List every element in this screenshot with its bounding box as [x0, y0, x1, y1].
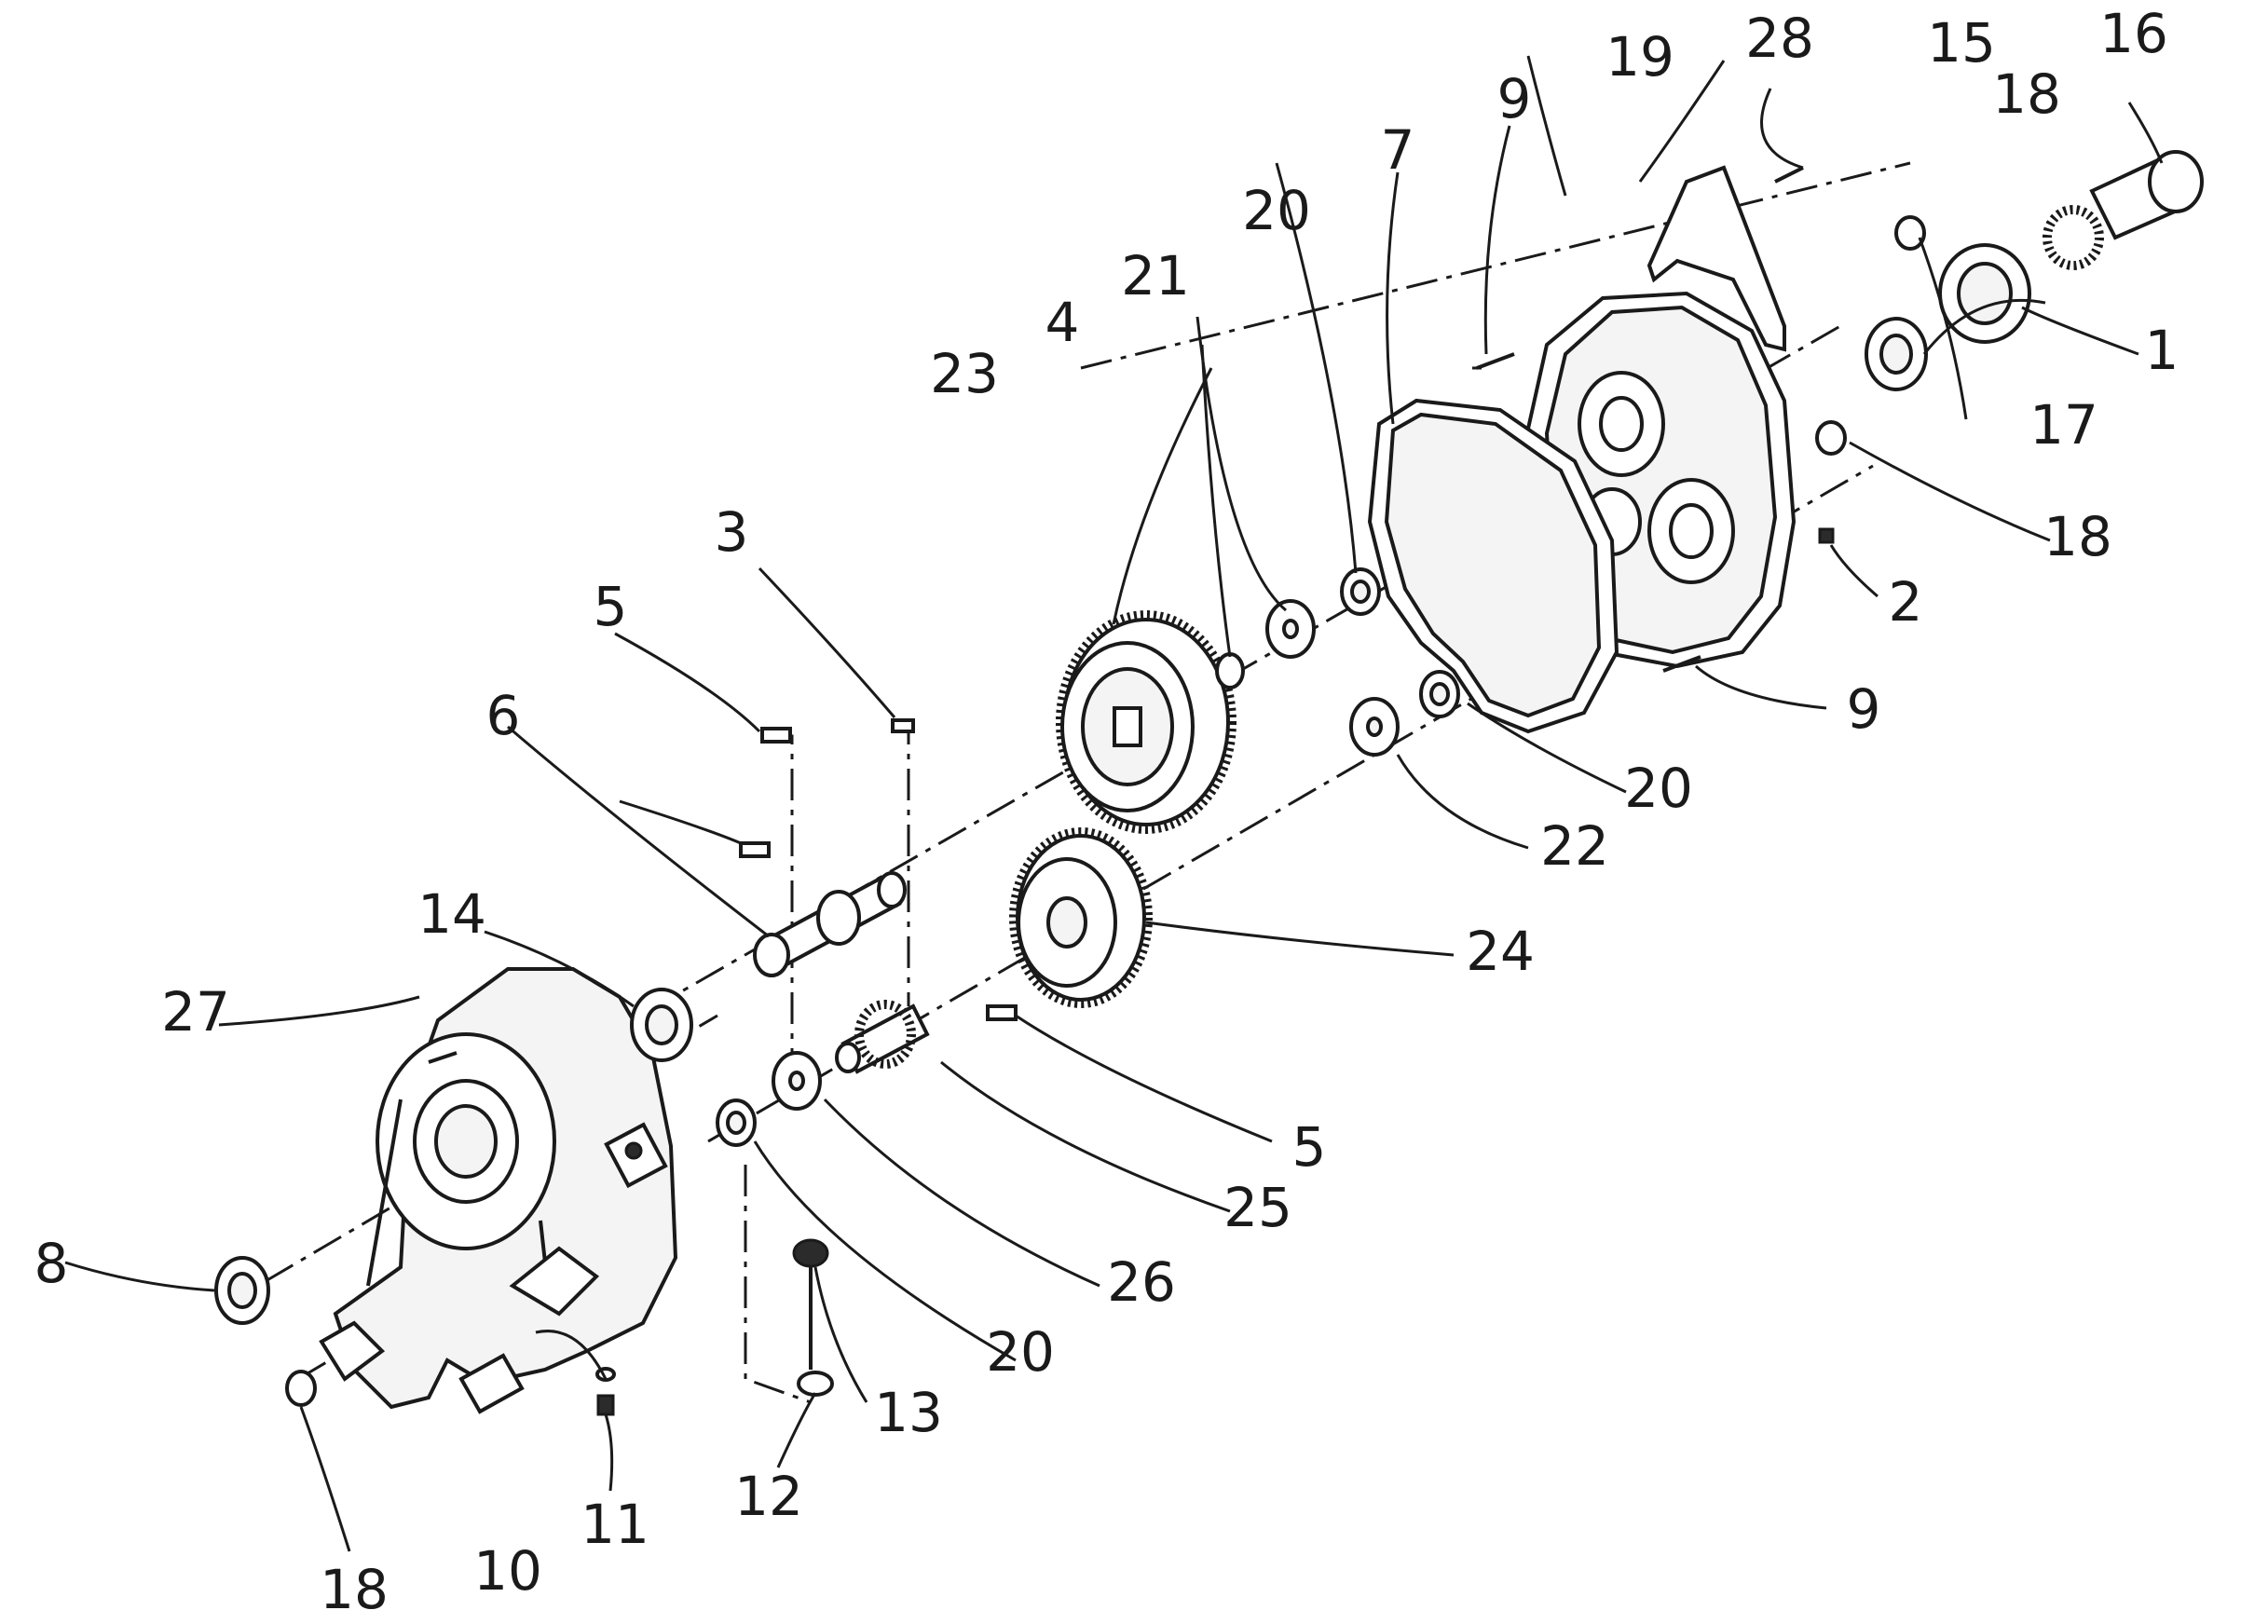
- label-20-low: 20: [986, 1320, 1055, 1384]
- pinion-25: [835, 1000, 930, 1074]
- bearing-1: [1938, 243, 2031, 344]
- label-9-top: 9: [1497, 67, 1532, 130]
- washer-26: [772, 1051, 822, 1111]
- label-19: 19: [1605, 25, 1674, 89]
- label-1: 1: [2145, 319, 2179, 382]
- key-5-low: [986, 1004, 1018, 1021]
- key-3: [891, 718, 915, 733]
- label-12: 12: [734, 1465, 803, 1528]
- label-14: 14: [417, 882, 486, 946]
- label-28: 28: [1745, 7, 1814, 70]
- label-22: 22: [1540, 814, 1609, 878]
- label-26: 26: [1107, 1250, 1176, 1314]
- ring-18-low: [285, 1370, 317, 1407]
- label-5-top: 5: [594, 575, 628, 638]
- gasket-7: [1367, 398, 1619, 734]
- label-5-bottom: 5: [1292, 1115, 1327, 1179]
- label-17: 17: [2029, 393, 2098, 457]
- ring-18-top: [1894, 215, 1926, 251]
- label-20-top: 20: [1242, 179, 1311, 242]
- gear-23: [1056, 610, 1236, 834]
- label-25: 25: [1223, 1176, 1292, 1239]
- label-9-bottom: 9: [1847, 677, 1881, 741]
- label-8: 8: [34, 1232, 69, 1295]
- seal-8: [214, 1256, 270, 1325]
- oring-12: [797, 1371, 834, 1397]
- bracket-28: [1646, 165, 1786, 352]
- label-4: 4: [1045, 291, 1080, 354]
- bearing-17: [1865, 317, 1928, 391]
- label-16: 16: [2099, 2, 2168, 65]
- key-5-mid: [739, 841, 771, 858]
- label-18-top: 18: [1992, 62, 2061, 126]
- ring-18-mid: [1815, 420, 1847, 456]
- label-11: 11: [581, 1493, 649, 1556]
- label-6: 6: [486, 684, 521, 747]
- label-18-low: 18: [320, 1558, 389, 1621]
- pin-9-top: [1476, 352, 1515, 370]
- label-2: 2: [1889, 570, 1923, 634]
- bearing-14: [630, 988, 693, 1062]
- label-23: 23: [930, 342, 999, 405]
- label-13: 13: [874, 1381, 943, 1444]
- key-5-top: [760, 727, 792, 744]
- bearing-20-top: [1340, 567, 1381, 616]
- label-18-mid: 18: [2043, 505, 2112, 568]
- label-24: 24: [1466, 920, 1535, 983]
- label-10: 10: [473, 1539, 542, 1603]
- leader-lines: [64, 55, 2164, 1552]
- label-20-mid: 20: [1624, 757, 1693, 820]
- housing-27: [319, 967, 678, 1414]
- shaft-6: [753, 871, 907, 977]
- washer-22: [1349, 697, 1400, 757]
- washer-21: [1265, 599, 1316, 659]
- circlip-4: [1215, 652, 1245, 689]
- bearing-20-mid: [1419, 670, 1460, 718]
- plug-13: [792, 1238, 829, 1370]
- pin-9-bottom: [1662, 655, 1701, 673]
- bolt-11: [596, 1394, 615, 1416]
- screw-15: [1774, 166, 1804, 184]
- label-21: 21: [1121, 244, 1190, 307]
- label-15: 15: [1927, 11, 1996, 75]
- label-7: 7: [1381, 118, 1415, 182]
- screw-2: [1818, 527, 1835, 544]
- part-labels: 1 2 3 4 5 5 6 7 8 9 9 10 11 12 13 14 15 …: [34, 2, 2179, 1621]
- label-3: 3: [715, 500, 749, 564]
- label-27: 27: [161, 980, 230, 1044]
- pinion-shaft-16: [2043, 150, 2204, 270]
- gear-24: [1009, 827, 1153, 1008]
- bearing-20-low: [716, 1099, 757, 1147]
